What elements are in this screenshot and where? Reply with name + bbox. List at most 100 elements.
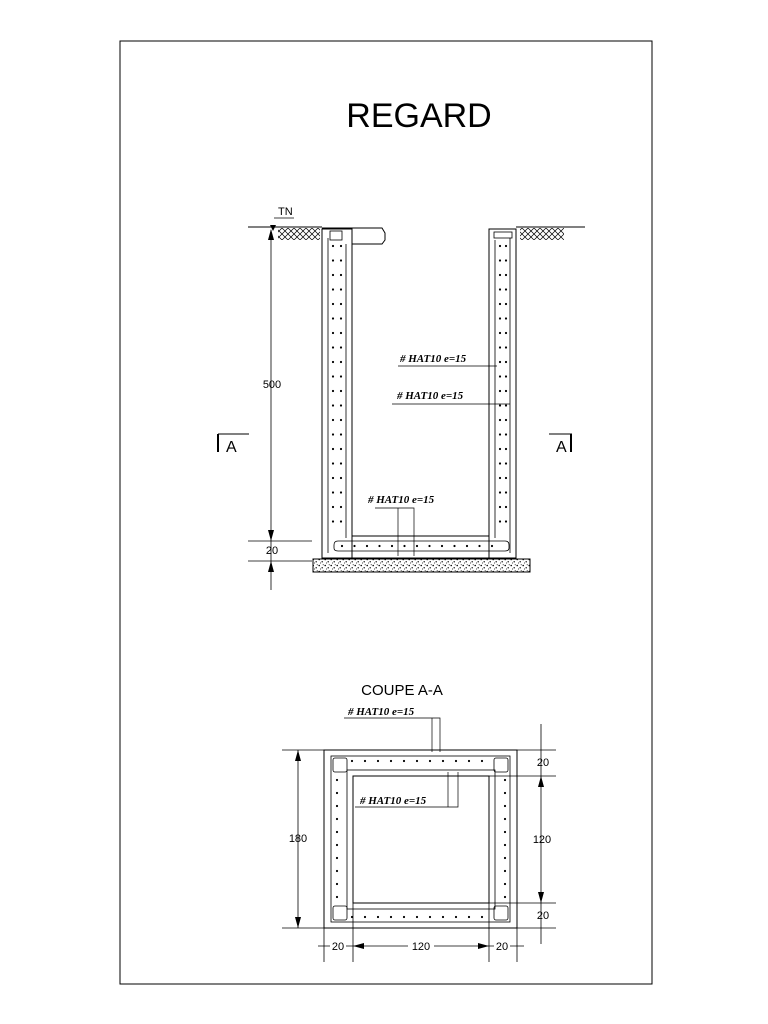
rebar-dot — [331, 389, 335, 393]
bottom-dim-mid: 120 — [412, 941, 430, 953]
rebar-dot — [504, 505, 508, 509]
rebar-dot — [504, 375, 508, 378]
rebar-dot — [335, 830, 339, 834]
rebar-label-inner: # HAT10 e=15 — [399, 353, 467, 365]
rebar-dot — [441, 915, 445, 919]
rebar-dot — [498, 317, 502, 320]
slab-dim-label: 20 — [266, 545, 278, 557]
rebar-dot — [339, 360, 343, 364]
rebar-dot — [353, 544, 356, 548]
depth-dim-label: 500 — [263, 379, 281, 391]
rebar-dot — [339, 404, 343, 407]
rebar-dot — [339, 447, 343, 451]
rebar-dot — [339, 433, 343, 436]
rebar-dot — [389, 759, 393, 763]
dim-arrow-mid — [268, 530, 274, 541]
right-dim-mid: 120 — [533, 834, 551, 846]
rebar-loop-inner — [346, 769, 496, 910]
rebar-dot — [504, 346, 508, 349]
drawing-title: REGARD — [346, 97, 491, 135]
leader-slab — [375, 507, 415, 556]
corner-bl — [332, 905, 348, 921]
rebar-dot — [498, 476, 502, 480]
corner-tr — [493, 757, 509, 773]
rebar-dot — [498, 491, 502, 494]
rebar-dot — [335, 843, 339, 847]
section-mark-left: A — [226, 439, 237, 456]
rebar-dot — [498, 288, 502, 291]
rebar-dot — [504, 491, 508, 494]
rebar-dot — [498, 273, 502, 277]
rebar-dot — [339, 418, 343, 422]
rebar-dot — [504, 273, 508, 277]
rebar-dot — [498, 418, 502, 422]
rebar-dot — [467, 759, 471, 763]
rebar-dot — [339, 375, 343, 378]
ground-marker-arrow — [270, 225, 276, 231]
section-mark-right: A — [556, 439, 567, 456]
rebar-dot — [454, 759, 458, 763]
rebar-dot — [339, 346, 343, 349]
rebar-dot — [331, 462, 335, 465]
rebar-label-slab: # HAT10 e=15 — [367, 494, 435, 506]
section-leader-inner — [355, 772, 459, 808]
rebar-dot — [331, 244, 335, 248]
rebar-dot — [504, 259, 508, 262]
rebar-dot — [498, 505, 502, 509]
section-rebar-label-outer: # HAT10 e=15 — [347, 706, 415, 718]
bottom-dim-right: 20 — [496, 941, 508, 953]
rebar-dot — [428, 759, 432, 763]
bottom-dim-left: 20 — [332, 941, 344, 953]
rebar-dot — [498, 259, 502, 262]
rebar-dot — [504, 447, 508, 451]
rebar-dot — [503, 778, 507, 782]
dim-arrow-low — [268, 561, 274, 572]
rebar-dot — [335, 817, 339, 821]
rebar-dot — [363, 759, 367, 763]
rebar-dot — [331, 404, 335, 407]
drawing-frame — [119, 40, 653, 985]
rebar-dot — [335, 869, 339, 873]
elevation-view: TN 500 20 — [217, 206, 585, 590]
right-arrow-1 — [538, 776, 544, 787]
corner-br — [493, 905, 509, 921]
soil-hatch-left — [278, 228, 320, 240]
rebar-dot — [498, 302, 502, 306]
rebar-dot — [498, 331, 502, 335]
rebar-label-outer: # HAT10 e=15 — [396, 390, 464, 402]
bottom-dim-bg-2 — [408, 940, 434, 952]
rebar-dot — [376, 915, 380, 919]
rebar-dot — [480, 759, 484, 763]
section-rebar-dots — [335, 759, 507, 919]
rebar-dot — [480, 915, 484, 919]
rebar-dot — [331, 360, 335, 364]
rebar-loop-outer — [330, 755, 511, 923]
rebar-dot — [498, 520, 502, 523]
rebar-dot — [335, 856, 339, 860]
bottom-dim-bg-1 — [330, 940, 346, 952]
rebar-dot — [504, 433, 508, 436]
rebar-dot — [503, 882, 507, 886]
height-dim-label: 180 — [289, 833, 307, 845]
rebar-dot — [339, 317, 343, 320]
rebar-dot — [498, 244, 502, 248]
rebar-dot — [504, 404, 508, 407]
rebar-dot — [331, 317, 335, 320]
bottom-arrow-1 — [353, 943, 364, 949]
rebar-dot — [331, 491, 335, 494]
rebar-dot — [504, 244, 508, 248]
rebar-dot — [331, 302, 335, 306]
rebar-dot — [335, 791, 339, 795]
section-title: COUPE A-A — [361, 682, 443, 699]
height-arrow-bottom — [295, 917, 301, 928]
rebar-dot — [498, 462, 502, 465]
rebar-dot — [335, 895, 339, 899]
rebar-dot — [503, 817, 507, 821]
rebar-dot — [504, 476, 508, 480]
rebar-dots — [331, 244, 508, 548]
right-wall — [488, 228, 517, 559]
soil-hatch-right — [520, 228, 564, 240]
section-inner — [352, 775, 490, 904]
rebar-dot — [498, 404, 502, 407]
rebar-dot — [428, 915, 432, 919]
